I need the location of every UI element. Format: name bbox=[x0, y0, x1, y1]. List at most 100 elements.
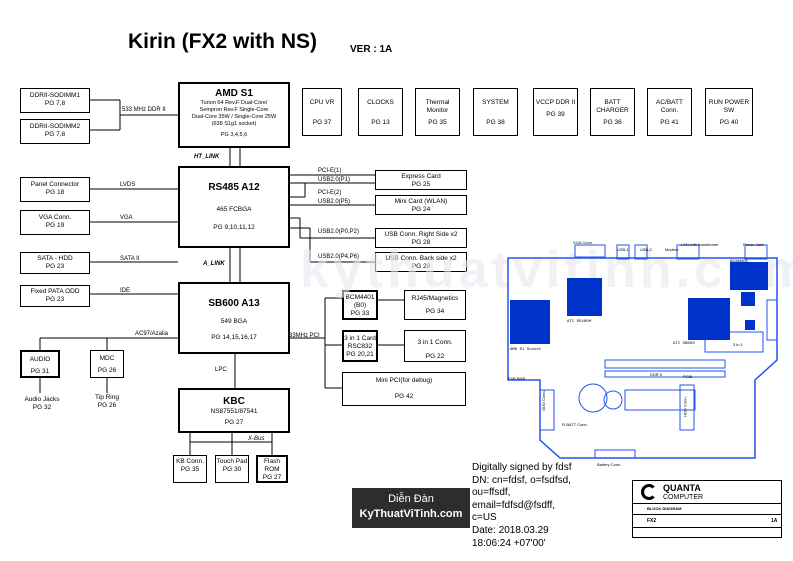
small-chip bbox=[745, 320, 755, 330]
usb-right-name: USB Conn. Right Side x2 bbox=[384, 231, 458, 238]
ddr2-name: DDRII-SODIMM2 bbox=[29, 123, 81, 130]
bcm4401-block: BCM4401 (B0) PG 33 bbox=[342, 290, 378, 320]
minicard-page: PG 24 bbox=[411, 206, 431, 213]
tipring-name: Tip Ring bbox=[95, 394, 119, 401]
tip-ring-block: Tip Ring PG 26 bbox=[90, 393, 124, 419]
mdc-page: PG 26 bbox=[97, 367, 117, 374]
cpu-block: AMD S1 Turion 64 Rev.F Dual-Core/ Sempro… bbox=[178, 82, 290, 148]
board-3in1-label: 3 in 1 bbox=[733, 342, 743, 347]
sig-line1: Digitally signed by fdsf bbox=[472, 462, 572, 473]
audio-page: PG 31 bbox=[30, 368, 50, 375]
vccp-block: VCCP DDR II PG 39 bbox=[533, 88, 578, 136]
audio-name: AUDIO bbox=[29, 356, 51, 363]
southbridge-block: SB600 A13 549 BGA PG 14,15,16,17 bbox=[178, 282, 290, 354]
sata-hdd-block: SATA - HDD PG 23 bbox=[20, 252, 90, 274]
doc-title: BLOCK DIAGRAM bbox=[647, 506, 682, 511]
board-lan-label: LAN with transformer bbox=[681, 242, 719, 247]
clocks-page: PG 13 bbox=[371, 119, 390, 126]
express-card-block: Express Card PG 25 bbox=[375, 170, 467, 190]
mini-card-block: Mini Card (WLAN) PG 24 bbox=[375, 195, 467, 215]
northbridge-block: RS485 A12 465 FCBGA PG 9,10,11,12 bbox=[178, 166, 290, 248]
ddr-bus-label: 533 MHz DDR II bbox=[122, 107, 166, 113]
cpu-page: PG 3,4,5,6 bbox=[220, 132, 248, 138]
tipring-page: PG 26 bbox=[97, 402, 117, 409]
cpu-vr-page: PG 37 bbox=[312, 119, 332, 126]
kbc-package: NS87551/87541 bbox=[210, 408, 258, 415]
ac97-label: AC97/Azalia bbox=[135, 331, 169, 337]
board-usb1-label: USB-1 bbox=[617, 247, 629, 252]
usb-p5-label: USB2.0(P5) bbox=[318, 199, 351, 205]
usb-back-name: USB Conn. Back side x2 bbox=[385, 255, 457, 262]
board-layout: ATI RS485M AMD S1 Socket ATI SB600 VGA C… bbox=[505, 240, 783, 467]
batt-charger-name: BATT CHARGER bbox=[596, 99, 629, 114]
ac-batt-block: AC/BATT Conn. PG 41 bbox=[647, 88, 692, 136]
touchpad-name: Touch Pad bbox=[216, 458, 248, 465]
flash-rom-block: Flash ROM PG 27 bbox=[256, 455, 288, 483]
version-label: VER : 1A bbox=[350, 44, 393, 55]
board-outline bbox=[507, 244, 778, 459]
express-page: PG 25 bbox=[411, 181, 431, 188]
rs485m-chip bbox=[567, 278, 602, 316]
mini-pci-page: PG 42 bbox=[394, 393, 414, 400]
vga-conn-block: VGA Conn. PG 19 bbox=[20, 210, 90, 235]
bcm-name: BCM4401 (B0) bbox=[345, 294, 375, 309]
vga-page: PG 19 bbox=[45, 222, 65, 229]
audio-jacks-block: Audio Jacks PG 32 bbox=[20, 393, 64, 417]
board-odd-label: ODD Conn. bbox=[540, 390, 546, 411]
ddr-sodimm2-block: DDRII-SODIMM2 PG 7,8 bbox=[20, 119, 90, 144]
sb-name: SB600 A13 bbox=[208, 298, 260, 309]
audio-block: AUDIO PG 31 bbox=[20, 350, 60, 378]
ddr2-page: PG 7,8 bbox=[44, 131, 66, 138]
system-page: PG 38 bbox=[486, 119, 505, 126]
cpu-line2: Sempron Rev.F Single-Core bbox=[199, 107, 269, 113]
rj45-page: PG 34 bbox=[425, 308, 445, 315]
system-block: SYSTEM PG 38 bbox=[473, 88, 518, 136]
panel-name: Panel Connector bbox=[30, 181, 80, 188]
usb-right-block: USB Conn. Right Side x2 PG 28 bbox=[375, 228, 467, 248]
board-power-label: Power Jack bbox=[743, 242, 764, 247]
touch-pad-block: Touch Pad PG 30 bbox=[215, 455, 249, 483]
panel-page: PG 18 bbox=[45, 189, 65, 196]
usb-p1-label: USB2.0(P1) bbox=[318, 177, 351, 183]
thermal-page: PG 35 bbox=[428, 119, 447, 126]
nb-page: PG 9,10,11,12 bbox=[213, 224, 255, 231]
minicard-name: Mini Card (WLAN) bbox=[394, 198, 448, 205]
board-usb2-label: USB-2 bbox=[640, 247, 652, 252]
flash-page: PG 27 bbox=[262, 474, 282, 481]
board-fxb-label: FXB BHB bbox=[508, 376, 526, 381]
sb600-label: ATI SB600 bbox=[673, 342, 695, 346]
cpu-socket-chip bbox=[510, 300, 550, 344]
bcm4401-chip bbox=[741, 292, 755, 306]
board-rbatt-label: R-BATT Conn. bbox=[562, 422, 588, 427]
watermark-badge: Diễn Đàn KyThuatViTinh.com bbox=[352, 488, 470, 528]
company-name: QUANTA bbox=[663, 483, 701, 493]
cpu-line4: (638 S1g1 socket) bbox=[211, 121, 257, 127]
sata-name: SATA - HDD bbox=[37, 255, 73, 262]
board-ddr-label: DDR II bbox=[650, 372, 662, 377]
cpu-name: AMD S1 bbox=[215, 88, 253, 99]
express-name: Express Card bbox=[401, 173, 441, 180]
usb-p02-label: USB2.0(P0,P2) bbox=[318, 229, 360, 235]
lpc-label: LPC bbox=[215, 367, 227, 373]
clocks-name: CLOCKS bbox=[367, 99, 394, 106]
ac-batt-page: PG 41 bbox=[660, 119, 679, 126]
thermal-block: Thermal Monitor PG 35 bbox=[415, 88, 460, 136]
ddr-sodimm1-block: DDRII-SODIMM1 PG 7,8 bbox=[20, 88, 90, 113]
bcm-page: PG 33 bbox=[350, 310, 370, 317]
panel-connector-block: Panel Connector PG 18 bbox=[20, 177, 90, 202]
rs485m-label: ATI RS485M bbox=[567, 320, 592, 324]
sig-line3: ou=ffsdf, bbox=[472, 487, 511, 499]
sb-package: 549 BGA bbox=[220, 318, 248, 325]
a-link-label: A_LINK bbox=[203, 261, 225, 267]
pcie1-label: PCI-E(1) bbox=[318, 168, 342, 174]
kbc-block: KBC NS87551/87541 PG 27 bbox=[178, 388, 290, 433]
card-reader-page: PG 20,21 bbox=[346, 351, 374, 358]
3in1-conn-page: PG 22 bbox=[425, 353, 445, 360]
pci-label: 33MHz PCI bbox=[289, 333, 320, 339]
batt-charger-block: BATT CHARGER PG 36 bbox=[590, 88, 635, 136]
sig-line6: Date: 2018.03.29 bbox=[472, 524, 549, 536]
pata-page: PG 23 bbox=[45, 296, 65, 303]
sb-page: PG 14,15,16,17 bbox=[211, 334, 257, 341]
nb-package: 465 FCBGA bbox=[216, 206, 252, 213]
rj45-block: RJ45/Magnetics PG 34 bbox=[404, 290, 466, 320]
